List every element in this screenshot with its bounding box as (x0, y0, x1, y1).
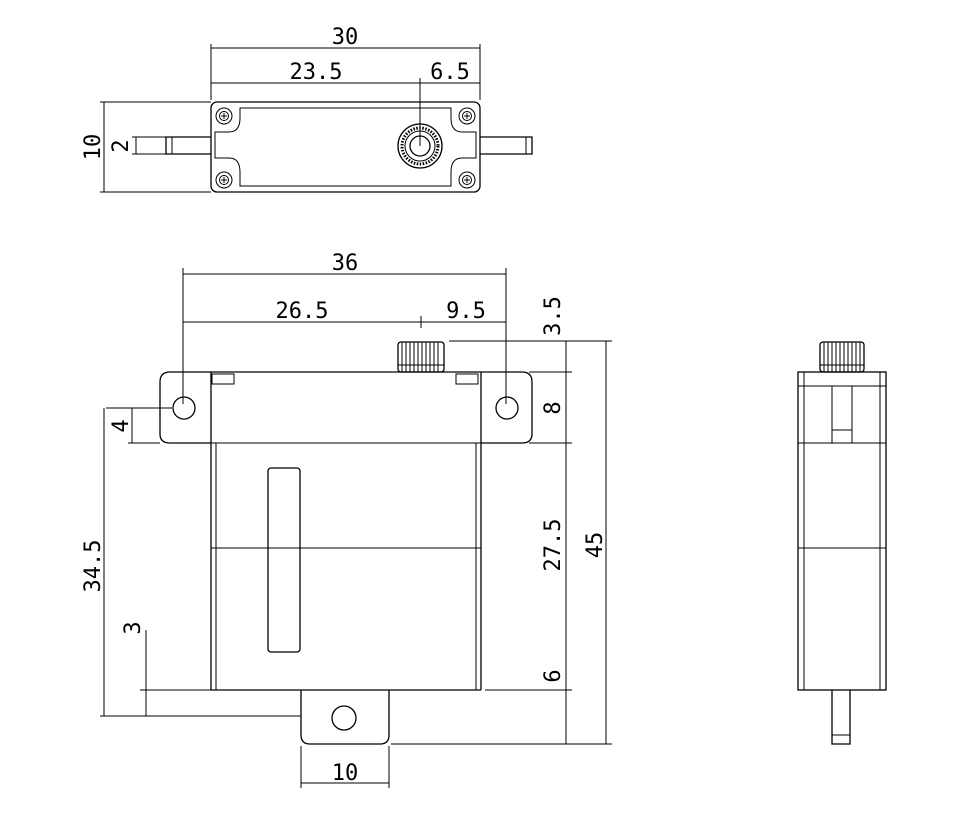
dim-label-overall-height: 45 (583, 532, 608, 559)
screw-icon (458, 171, 476, 189)
top-right-tab (480, 136, 533, 155)
dim-label-hole-to-bottom: 34.5 (81, 540, 106, 593)
screw-icon (458, 107, 476, 125)
top-body-outline (210, 101, 481, 193)
side-view (797, 341, 887, 745)
mounting-hole (331, 705, 357, 731)
dim-label-shaft-to-edge: 6.5 (430, 60, 470, 85)
screw-icon (215, 171, 233, 189)
dim-label-depth: 10 (81, 134, 106, 161)
top-left-tab (165, 136, 211, 155)
dim-label-bottom-step: 6 (541, 669, 566, 682)
top-body-inner (214, 107, 477, 187)
dim-label-bottom-offset: 3 (121, 621, 146, 634)
top-view: 30 23.5 6.5 10 2 (81, 25, 533, 193)
front-view: 36 26.5 9.5 3.5 8 27.5 45 6 4 34.5 3 1 (81, 251, 612, 788)
dim-label-tab-thickness: 2 (109, 139, 134, 152)
dim-label-spline-height: 3.5 (541, 296, 566, 336)
output-spline-icon (397, 341, 445, 373)
label-slot (267, 467, 301, 653)
dim-label-body-to-shaft: 23.5 (290, 60, 343, 85)
dim-label-body-height: 27.5 (541, 519, 566, 572)
mounting-hole (172, 396, 196, 420)
dim-label-hole-spacing: 36 (332, 251, 359, 276)
mounting-hole (495, 396, 519, 420)
side-bottom-tab (831, 690, 851, 745)
dim-label-shaft-to-hole: 9.5 (446, 299, 486, 324)
bottom-tab (300, 690, 390, 745)
dim-label-hole-offset: 4 (109, 419, 134, 432)
dim-label-overall-width: 30 (332, 25, 359, 50)
screw-icon (215, 107, 233, 125)
side-body-outline (797, 371, 887, 691)
dim-label-bottom-tab-width: 10 (332, 761, 359, 786)
dim-label-left-to-shaft: 26.5 (276, 299, 329, 324)
output-spline-icon (819, 341, 865, 373)
right-flange (481, 371, 533, 444)
side-flange-slot (831, 385, 853, 444)
dim-label-flange-height: 8 (541, 401, 566, 414)
